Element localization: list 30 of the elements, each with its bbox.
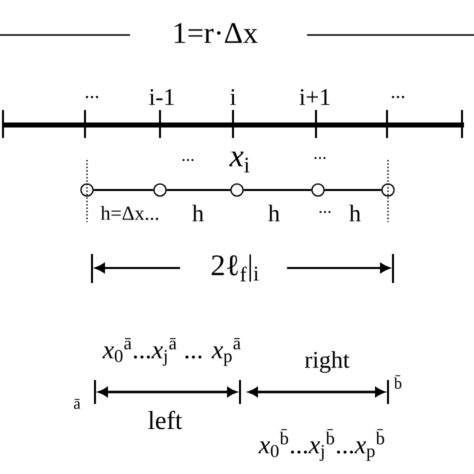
spacing-label: h=Δx...: [100, 206, 158, 220]
length-formula: 1=r·Δx: [174, 23, 258, 43]
spacing-label: h: [192, 204, 204, 222]
grid-point: [381, 183, 395, 197]
end-label: b̄: [394, 375, 402, 389]
end-label: ā: [74, 399, 80, 409]
left-points-formula: x$_{0}$$^{ā}$...x$_{j}$$^{ā}$ ... x$_{p}$ā: [102, 338, 241, 366]
spacing-label: h: [268, 204, 280, 222]
grid-point: [230, 183, 244, 197]
grid-point: [80, 183, 94, 197]
ellipsis: ...: [86, 96, 98, 98]
segment: [244, 189, 312, 191]
side-label: right: [304, 351, 350, 373]
segment: [324, 189, 382, 191]
width-formula: 2ℓ$_{f}$|$_{i}$: [212, 254, 259, 282]
ellipsis: ...: [392, 96, 404, 98]
grid-point: [153, 183, 167, 197]
side-label: left: [148, 410, 182, 430]
index-label: i-1: [149, 89, 174, 105]
grid-point: [311, 183, 325, 197]
ellipsis: ...: [182, 158, 194, 162]
right-points-formula: x$_{0}$$^{b̄}$...x$_{j}$$^{b̄}$...x$_{p}$b̄: [258, 429, 384, 461]
point-label: x$_{i}$: [229, 152, 250, 172]
index-label: i: [230, 89, 236, 105]
ellipsis: ...: [314, 156, 326, 160]
spacing-label: h: [349, 204, 361, 222]
segment: [94, 189, 154, 191]
index-label: i+1: [299, 89, 330, 105]
segment: [166, 189, 230, 191]
ellipsis: ...: [319, 210, 331, 214]
